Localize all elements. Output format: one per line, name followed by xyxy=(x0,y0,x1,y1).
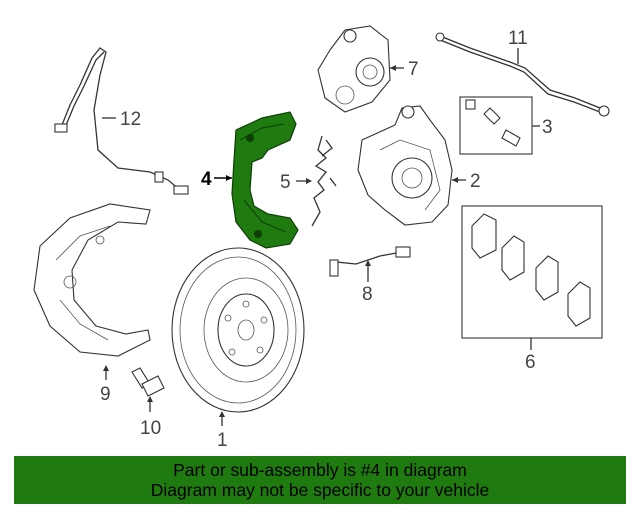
callout-12[interactable]: 12 xyxy=(120,109,141,130)
part-3-guide-pins[interactable] xyxy=(465,99,521,147)
part-6-brake-pads[interactable] xyxy=(471,213,591,327)
arrow-4 xyxy=(226,175,232,181)
arrow-2 xyxy=(452,177,458,183)
part-12-wear-sensor-cable[interactable] xyxy=(54,47,189,195)
callout-9[interactable]: 9 xyxy=(100,384,111,405)
part-9-splash-shield[interactable] xyxy=(33,203,151,357)
callout-7[interactable]: 7 xyxy=(408,59,419,80)
part-11-sensor-wire[interactable] xyxy=(435,32,610,117)
banner-line-2: Diagram may not be specific to your vehi… xyxy=(150,480,490,500)
banner-line-1: Part or sub-assembly is #4 in diagram xyxy=(173,460,467,480)
arrow-7 xyxy=(390,65,396,71)
part-2-caliper[interactable] xyxy=(357,105,453,226)
arrow-5 xyxy=(306,178,312,184)
part-5-anti-rattle-clip[interactable] xyxy=(311,135,337,227)
callout-6[interactable]: 6 xyxy=(525,352,536,373)
arrow-8 xyxy=(365,260,371,266)
part-4-caliper-bracket[interactable] xyxy=(231,111,299,249)
callout-3[interactable]: 3 xyxy=(542,117,553,138)
info-banner: Part or sub-assembly is #4 in diagram Di… xyxy=(14,456,626,504)
arrow-9 xyxy=(103,365,109,371)
part-10-bolt[interactable] xyxy=(131,367,165,397)
part-8-wear-sensor[interactable] xyxy=(329,246,411,277)
callout-1[interactable]: 1 xyxy=(217,430,228,451)
part-7-actuator-motor[interactable] xyxy=(317,25,391,113)
callout-5[interactable]: 5 xyxy=(280,172,291,193)
callout-11[interactable]: 11 xyxy=(508,28,528,49)
callout-8[interactable]: 8 xyxy=(362,284,373,305)
part-1-brake-rotor[interactable] xyxy=(171,247,305,413)
arrow-1 xyxy=(219,411,225,417)
callout-2[interactable]: 2 xyxy=(470,171,481,192)
brake-parts-diagram: 12 11 7 2 3 xyxy=(33,25,610,451)
callout-4[interactable]: 4 xyxy=(201,169,212,190)
arrow-10 xyxy=(147,396,153,402)
callout-10[interactable]: 10 xyxy=(140,418,161,439)
